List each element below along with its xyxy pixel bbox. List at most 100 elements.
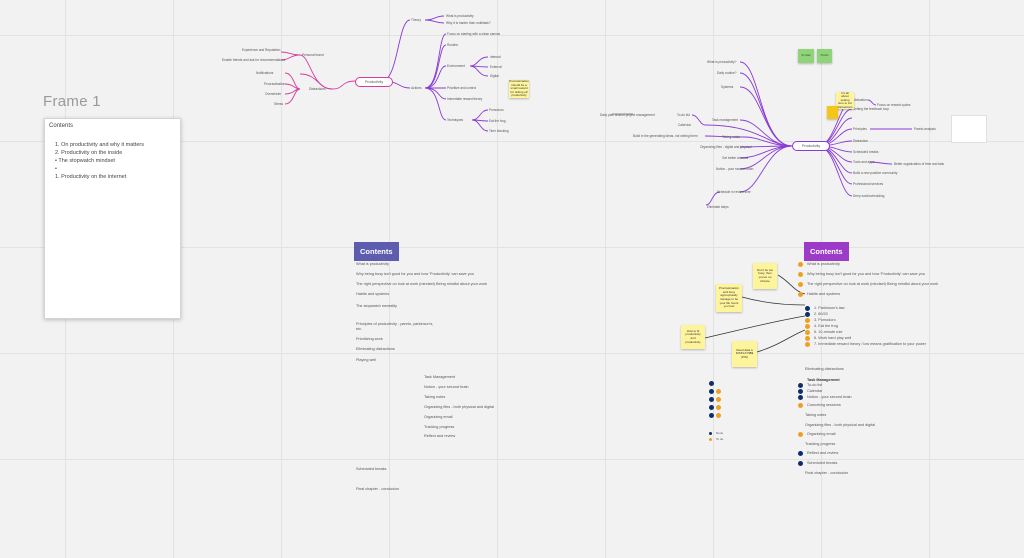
mm-node[interactable]: Better organization of time and task [894,162,945,166]
mm-node[interactable]: Systems [721,85,734,89]
task-item[interactable]: Scheduled breaks [798,461,837,466]
mm-node[interactable]: Theory [411,18,421,22]
task-item[interactable]: Tracking progress [805,442,836,446]
contents-item[interactable]: The right perspective on look at work (m… [798,282,938,287]
mm-node[interactable]: To-do list [677,113,690,117]
mm-node[interactable]: Actions [411,86,422,90]
mm-node[interactable]: Digital [490,74,499,78]
contents-badge-right[interactable]: Contents [804,242,849,261]
mm-node[interactable]: Professional services [853,182,884,186]
mm-node[interactable]: Immediate reward theory [447,97,483,101]
contents-item[interactable]: Playing well [356,358,377,362]
contents-item[interactable]: The stopwatch mentality [356,304,397,308]
mm-node[interactable]: Routine [447,43,458,47]
task-item[interactable]: Reflect and review [798,451,838,456]
mm-node[interactable]: Build in the generating ideas, not writi… [633,134,698,138]
mm-node[interactable]: Build a new positive community [853,171,898,175]
mm-node[interactable]: Eat the frog [489,119,506,123]
task-item[interactable]: Notion - your second brain [798,395,852,400]
mm-node[interactable]: Experience and Reputation [242,48,281,52]
contents-item[interactable]: Prioritizing work [356,337,383,341]
mm-node[interactable]: Taking notes [722,135,740,139]
principle-item[interactable]: 2. 80/20 [805,312,828,317]
sticky-note[interactable]: It's all about setting time to cut distr… [836,90,854,109]
task-item[interactable]: Taking notes [805,413,827,417]
sticky-note[interactable]: Procrastination should be a small reward… [509,79,530,98]
contents-item[interactable]: Organizing files - both physical and dig… [424,405,495,409]
orange-sticky-note[interactable] [827,106,838,119]
task-item[interactable]: Organizing files - both physical and dig… [805,423,876,427]
mm-node[interactable]: Deep work/scheduling [853,194,885,198]
mm-node[interactable]: Motivation [853,98,868,102]
mm-node[interactable]: Scheduled breaks [853,150,879,154]
contents-item[interactable]: Habits and systems [798,292,840,297]
contents-item[interactable]: Notion - your second brain [424,385,469,389]
mm-node[interactable]: Daily routine? [717,71,737,75]
mm-node[interactable]: Principles [853,127,867,131]
mm-node[interactable]: Internal [490,55,501,59]
mm-node[interactable]: Techniques [447,118,464,122]
principle-item[interactable]: 7. Immediate reward theory / low means g… [805,342,926,347]
task-item[interactable]: Final chapter - conclusion [805,471,849,475]
mm-node[interactable]: Distractions [309,87,326,91]
left-mindmap-root[interactable]: Productivity [355,77,394,87]
mm-node[interactable]: Distraction [853,139,869,143]
contents-item[interactable]: Principles of productivity - pareto, par… [356,322,434,326]
task-item[interactable]: To-do list [798,383,822,388]
mm-node[interactable]: Why it is harder than multitask? [446,21,491,25]
embedded-image[interactable] [951,115,987,143]
frame-card[interactable]: Contents 1. On productivity and why it m… [44,118,181,319]
right-mindmap-root[interactable]: Productivity [792,141,831,151]
mm-node[interactable]: Time blocking [489,129,509,133]
contents-item[interactable]: What is productivity [356,262,389,266]
mm-node[interactable]: Procrastination [264,82,286,86]
mm-node[interactable]: Task management [712,118,739,122]
contents-item[interactable]: Eliminating distractions [805,367,844,371]
principle-item[interactable]: 4. Eat the frog [805,324,838,329]
sticky-note[interactable]: PLAN [817,49,832,63]
contents-item[interactable]: etc. [356,327,363,331]
mm-node[interactable]: Notifications [256,71,274,75]
contents-item[interactable]: What is productivity [798,262,840,267]
contents-item[interactable]: Organizing email [424,415,453,419]
contents-item[interactable]: Reflect and review [424,434,456,438]
contents-item[interactable]: Why being busy isn't good for you and ho… [356,272,474,276]
contents-badge-left[interactable]: Contents [354,242,399,261]
mm-node[interactable]: Daily plan around project management [600,113,655,117]
principle-item[interactable]: 5. 10-minute rule [805,330,843,335]
mm-node[interactable]: Calendar [678,123,691,127]
mm-node[interactable]: Notion - your second brain [716,167,754,171]
sticky-note[interactable]: Don't be too busy, then you've no chance [753,263,777,289]
mm-node[interactable]: Overwhelm [265,92,282,96]
mm-node[interactable]: Pareto analysis [914,127,936,131]
mm-node[interactable]: Enable friends and ask for recommendatio… [222,58,286,62]
principle-item[interactable]: 6. Work hard play well [805,336,851,341]
sticky-note[interactable]: Procrastination and busy appropriately m… [716,284,742,312]
frame-title[interactable]: Frame 1 [43,93,101,110]
mm-node[interactable]: Pomodoro [489,108,504,112]
mm-node[interactable]: Eliminate steps [707,205,729,209]
contents-item[interactable]: Habits and systems [356,292,390,296]
sticky-note[interactable]: How to fit productivity and productivity [681,325,705,349]
contents-item[interactable]: Taking notes [424,395,446,399]
contents-item[interactable]: Scheduled breaks [356,467,387,471]
contents-item[interactable]: The right perspective on look at work (m… [356,282,488,286]
contents-item[interactable]: Tracking progress [424,425,455,429]
mm-node[interactable]: Stress [274,102,284,106]
mm-node[interactable]: Personal brand [302,53,324,57]
mm-node[interactable]: Organizing files - digital and physical [700,145,752,149]
mm-node[interactable]: External [490,65,502,69]
task-heading[interactable]: Task Management [807,378,840,382]
task-item[interactable]: Organizing email [798,432,836,437]
mm-node[interactable]: Environment [447,64,465,68]
task-item[interactable]: Coworking sessions [798,403,841,408]
task-item[interactable]: Calendar [798,389,822,394]
contents-item[interactable]: Task Management [424,375,456,379]
principle-item[interactable]: 3. Pomodoro [805,318,836,323]
mm-node[interactable]: Focus on reward cycles [877,103,911,107]
mm-node[interactable]: What is productivity [446,14,474,18]
mm-node[interactable]: Prioritize and control [447,86,477,90]
contents-item[interactable]: Eliminating distractions [356,347,395,351]
mm-node[interactable]: Setting the feedback loop [853,107,889,111]
mm-node[interactable]: Schedule in review time [717,190,751,194]
